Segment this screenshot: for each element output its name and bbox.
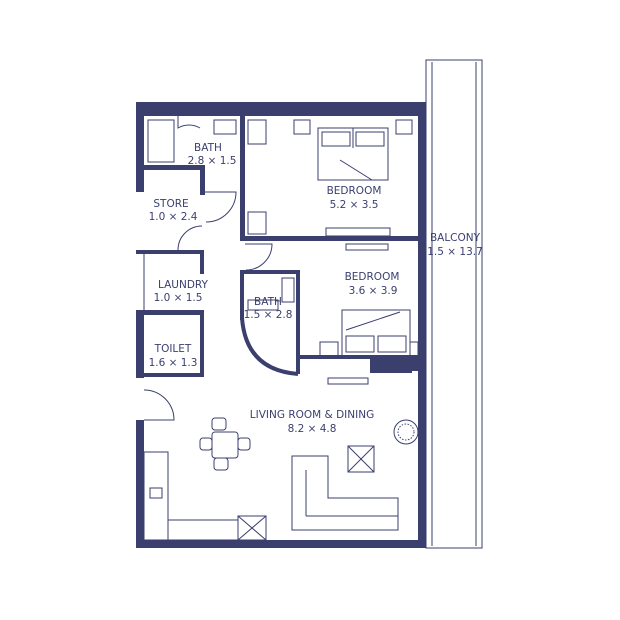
coffee-table: [347, 445, 375, 473]
bedroom-main-size: 5.2 × 3.5: [330, 199, 379, 211]
laundry-name: LAUNDRY: [158, 279, 209, 291]
balcony-railing: [425, 59, 483, 549]
plant-pot: [393, 419, 419, 445]
bedroom-second-name: BEDROOM: [345, 271, 400, 283]
second-bed: [319, 309, 419, 385]
room-labels: BATH 2.8 × 1.5 STORE 1.0 × 2.4 BEDROOM 5…: [149, 142, 483, 435]
interior-walls: [136, 116, 418, 377]
main-bed: [293, 119, 413, 251]
living-name: LIVING ROOM & DINING: [250, 409, 374, 421]
bath-second-name: BATH: [254, 296, 282, 308]
bedroom-main-name: BEDROOM: [327, 185, 382, 197]
bath-top-name: BATH: [194, 142, 222, 154]
kitchen-counter: [143, 451, 267, 541]
living-size: 8.2 × 4.8: [288, 423, 337, 435]
toilet-size: 1.6 × 1.3: [149, 357, 198, 369]
laundry-size: 1.0 × 1.5: [154, 292, 203, 304]
doors: [143, 116, 273, 421]
bath-second-size: 1.5 × 2.8: [244, 309, 293, 321]
curved-bath-wall: [240, 317, 299, 376]
balcony-name: BALCONY: [430, 232, 481, 244]
store-name: STORE: [153, 198, 188, 210]
outer-walls: [136, 102, 426, 548]
bath-top-size: 2.8 × 1.5: [188, 155, 237, 167]
balcony-size: 1.5 × 13.7: [427, 246, 483, 258]
sofa: [291, 455, 399, 531]
top-bath-fixtures: [147, 119, 267, 235]
dining-set: [199, 417, 251, 471]
second-bath-fixtures: [247, 277, 295, 311]
store-size: 1.0 × 2.4: [149, 211, 198, 223]
toilet-name: TOILET: [154, 343, 192, 355]
bedroom-second-size: 3.6 × 3.9: [349, 285, 398, 297]
